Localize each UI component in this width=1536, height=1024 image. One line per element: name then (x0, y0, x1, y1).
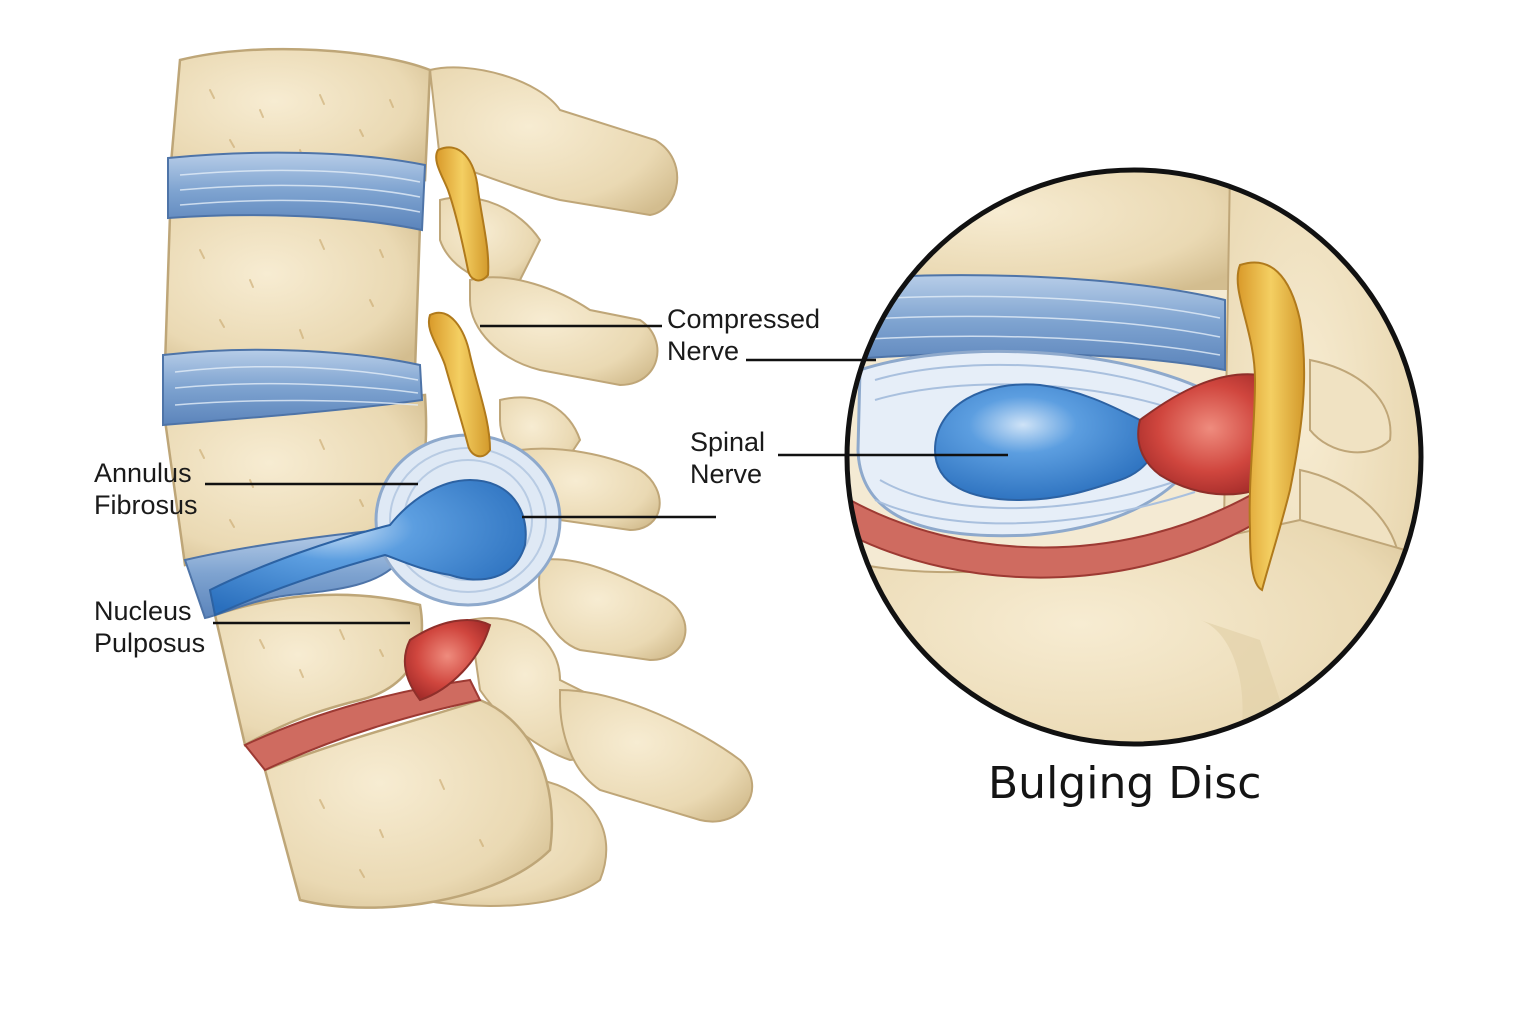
label-nucleus-pulposus-line1: Nucleus (94, 596, 192, 626)
label-spinal-nerve-line1: Spinal (690, 427, 766, 457)
label-nucleus-pulposus-line2: Pulposus (94, 628, 206, 658)
label-spinal-nerve-line2: Nerve (690, 459, 763, 489)
disc-2 (162, 348, 424, 427)
label-nucleus-pulposus: Nucleus Pulposus (94, 595, 205, 659)
label-compressed-nerve-line2: Nerve (667, 336, 740, 366)
vertebral-bodies (163, 47, 554, 909)
label-compressed-nerve: Compressed Nerve (667, 303, 820, 367)
vertebra-5 (263, 698, 554, 909)
label-spinal-nerve: Spinal Nerve (690, 426, 765, 490)
bulging-disc-left (208, 433, 562, 617)
disc-fiber-lines (174, 169, 421, 406)
inflamed-tissue (403, 619, 492, 702)
magnified-view (844, 167, 1424, 747)
nerve-magnified (1236, 261, 1306, 592)
label-annulus-fibrosus-line1: Annulus (94, 458, 192, 488)
label-compressed-nerve-line1: Compressed (667, 304, 821, 334)
nerve-compressed (427, 311, 492, 458)
spine-side-view (162, 47, 754, 909)
leader-lines (205, 324, 1008, 625)
figure-title: Bulging Disc (988, 758, 1262, 809)
ligament-band (243, 678, 482, 772)
label-annulus-fibrosus: Annulus Fibrosus (94, 457, 198, 521)
label-annulus-fibrosus-line2: Fibrosus (94, 490, 198, 520)
vertebra-2 (163, 208, 422, 372)
spinal-nerves-left (427, 146, 492, 458)
magnifier-ring (844, 167, 1424, 747)
nerve-upper (435, 146, 490, 282)
